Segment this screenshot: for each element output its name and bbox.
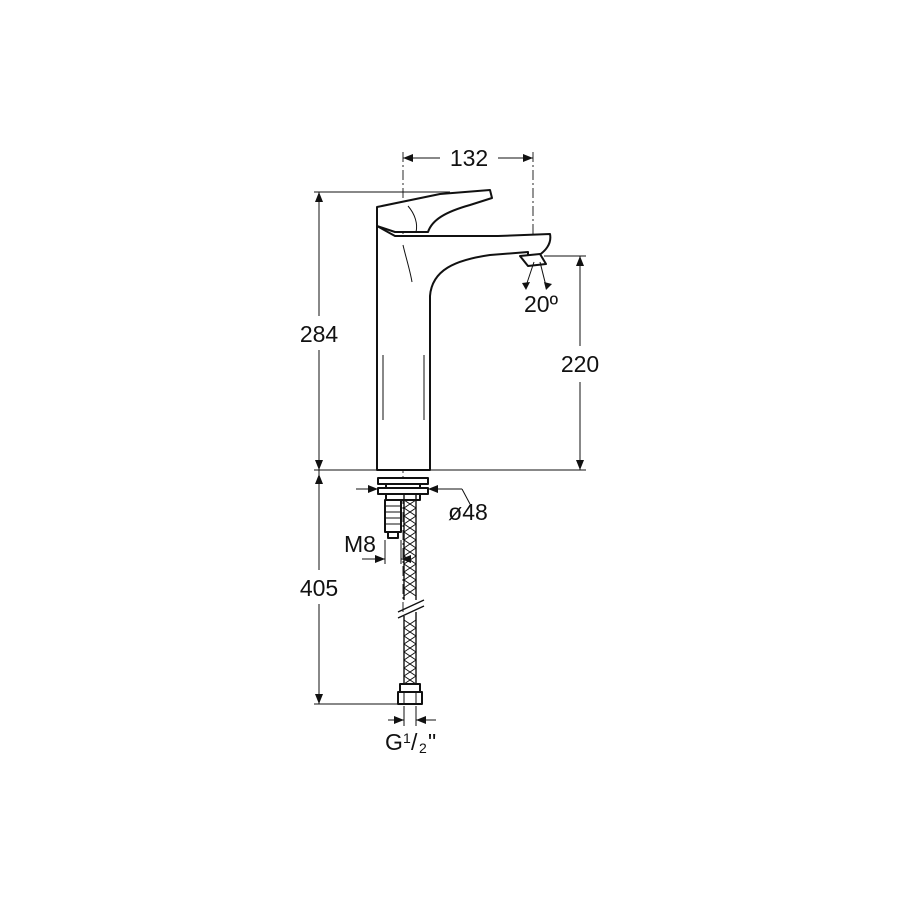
dimension-405-label: 405: [300, 575, 338, 601]
angle-20-label: 20º: [524, 291, 559, 317]
dimension-405: 405: [300, 470, 398, 705]
mounting-base: [377, 477, 429, 539]
g-fraction-slash: /: [411, 729, 418, 755]
g-fraction-numerator: 1: [403, 730, 411, 746]
lever-handle: [376, 189, 493, 233]
dimension-220-label: 220: [561, 351, 599, 377]
diameter-48-label: ø48: [448, 499, 488, 525]
dimension-diameter-48: ø48: [356, 485, 488, 525]
dimension-132: 132: [403, 145, 533, 171]
g-fraction-denominator: 2: [419, 740, 427, 756]
dimension-284-label: 284: [300, 321, 339, 347]
angle-20: 20º: [522, 261, 559, 317]
g-label: G: [385, 729, 403, 755]
dimension-g-half-inch: G 1 / 2 ": [385, 706, 436, 756]
dimension-284: 284: [300, 191, 450, 471]
m8-label: M8: [344, 531, 376, 557]
faucet-body: [376, 225, 552, 471]
dimension-132-label: 132: [450, 145, 488, 171]
g-inch-mark: ": [428, 729, 436, 755]
dimension-220: 220: [430, 255, 599, 471]
dimension-m8: M8: [344, 531, 412, 564]
flexible-hose: [397, 494, 425, 705]
